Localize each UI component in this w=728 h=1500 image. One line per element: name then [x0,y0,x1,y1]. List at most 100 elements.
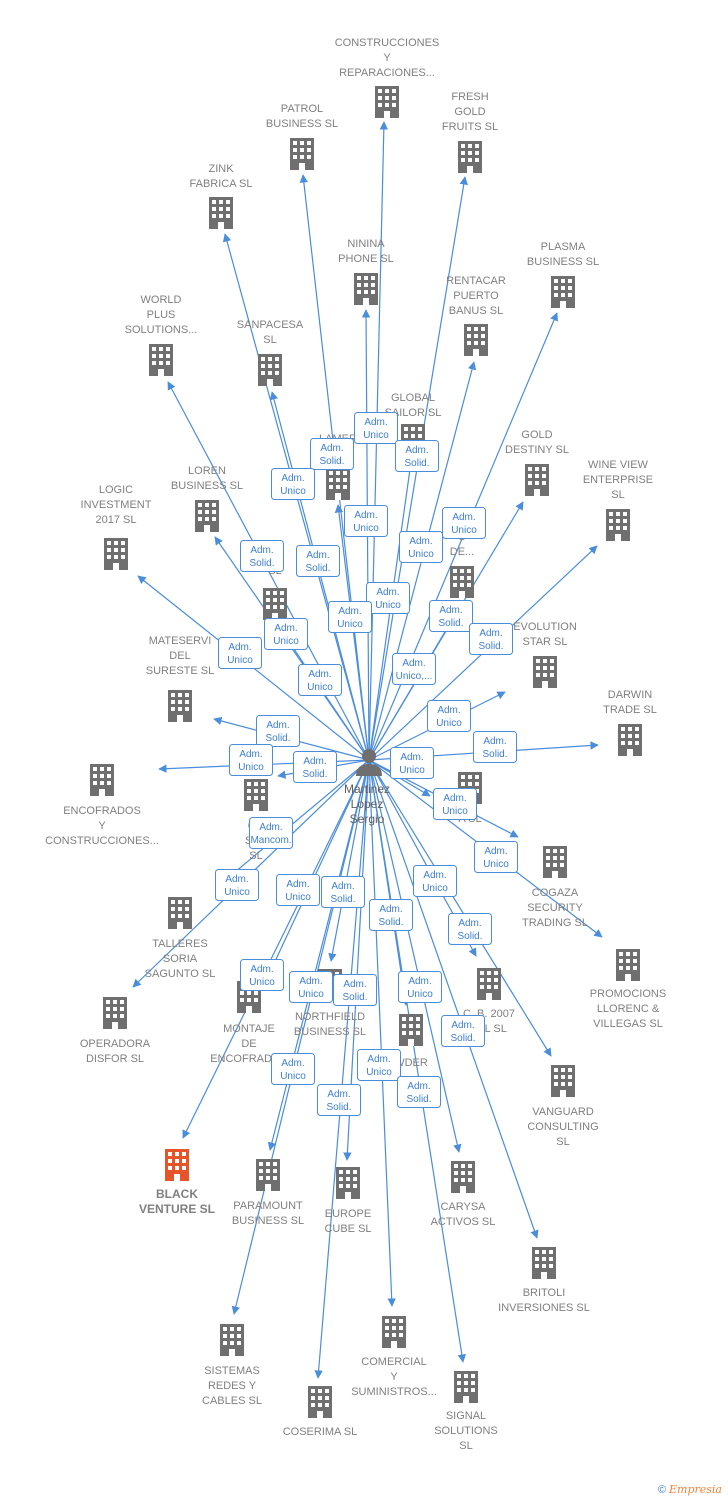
badge-label-line: Solid. [305,563,330,574]
role-badge[interactable]: Adm.Solid. [310,438,354,470]
role-badge[interactable]: Adm.Unico [366,582,410,614]
company-node-construcciones[interactable]: CONSTRUCCIONESYREPARACIONES... [335,37,440,118]
building-icon [244,779,268,811]
role-badge[interactable]: Adm.Unico [215,869,259,901]
company-label-line: PHONE SL [338,253,394,265]
role-badge[interactable]: Adm.Unico [433,788,477,820]
role-badge[interactable]: Adm.Unico [298,664,342,696]
role-badge[interactable]: Adm.Solid. [441,1015,485,1047]
company-label-line: SL [263,334,276,346]
role-badge[interactable]: Adm.Solid. [240,540,284,572]
role-badge[interactable]: Adm.Unico [240,959,284,991]
badge-label-line: Adm. [408,976,431,987]
center-person[interactable]: Martinez Lopez Sergio [344,749,390,826]
company-label-line: DISFOR SL [86,1053,144,1065]
role-badge[interactable]: Adm.Unico [289,971,333,1003]
company-node-comercial[interactable]: COMERCIALYSUMINISTROS... [351,1316,437,1398]
role-badge[interactable]: Adm.Solid. [397,1076,441,1108]
role-badge[interactable]: Adm.Unico [357,1049,401,1081]
role-badge[interactable]: Adm.Solid. [469,623,513,655]
badge-label-line: Adm. [452,512,475,523]
building-icon [336,1167,360,1199]
company-label-line: EUROPE [325,1208,371,1220]
role-badge[interactable]: Adm.Unico [413,865,457,897]
role-badge[interactable]: Adm.Unico [390,747,434,779]
company-label-line: TALLERES [152,938,207,950]
role-badge[interactable]: Adm.Unico [344,505,388,537]
badge-label-line: Unico [280,486,306,497]
footer-brand[interactable]: © Empresia [658,1483,722,1496]
role-badge[interactable]: Adm.Solid. [317,1084,361,1116]
badge-label-line: Solid. [438,618,463,629]
role-badge[interactable]: Adm.Unico [398,971,442,1003]
role-badge[interactable]: Adm.Mancom. [249,817,293,849]
role-badge[interactable]: Adm.Unico [271,468,315,500]
badge-label-line: Adm. [409,536,432,547]
role-badge[interactable]: Adm.Unico [474,841,518,873]
role-badge[interactable]: Adm.Unico [399,531,443,563]
company-label-line: BUSINESS SL [527,256,599,268]
role-badge[interactable]: Adm.Unico [427,700,471,732]
role-badge[interactable]: Adm.Unico [328,601,372,633]
company-node-ninina[interactable]: NININA PHONE SL [338,238,394,305]
company-label-line: NININA [347,238,385,250]
role-badge[interactable]: Adm.Unico,... [392,653,436,685]
role-badge[interactable]: Adm.Solid. [473,731,517,763]
role-badge[interactable]: Adm.Solid. [256,715,300,747]
role-badge[interactable]: Adm.Unico [271,1053,315,1085]
company-node-coserima[interactable]: COSERIMA SL [283,1386,358,1438]
role-badge[interactable]: Adm.Unico [218,637,262,669]
role-badge[interactable]: Adm.Unico [229,744,273,776]
role-badge[interactable]: Adm.Solid. [293,751,337,783]
role-badge[interactable]: Adm.Solid. [429,600,473,632]
company-label-line: SUMINISTROS... [351,1386,437,1398]
badge-label-line: Adm. [331,881,354,892]
role-badge[interactable]: Adm.Solid. [321,876,365,908]
edge-vanguard [368,759,552,1057]
company-node-encofrados[interactable]: ENCOFRADOSYCONSTRUCCIONES... [45,764,159,847]
role-badge[interactable]: Adm.Unico [354,412,398,444]
badge-box [474,841,518,873]
role-badge[interactable]: Adm.Solid. [369,899,413,931]
company-label-line: GOLD [454,106,485,118]
role-badge[interactable]: Adm.Unico [264,618,308,650]
badge-label-line: Adm. [250,545,273,556]
role-badge[interactable]: Adm.Unico [442,507,486,539]
company-node-world-plus[interactable]: WORLDPLUSSOLUTIONS... [125,294,198,376]
role-badge[interactable]: Adm.Solid. [296,545,340,577]
role-badge[interactable]: Adm.Solid. [448,913,492,945]
role-badge[interactable]: Adm.Solid. [333,974,377,1006]
role-badge[interactable]: Adm.Unico [276,874,320,906]
badge-label-line: Adm. [327,1089,350,1100]
role-badge[interactable]: Adm.Solid. [395,440,439,472]
badge-box [333,974,377,1006]
